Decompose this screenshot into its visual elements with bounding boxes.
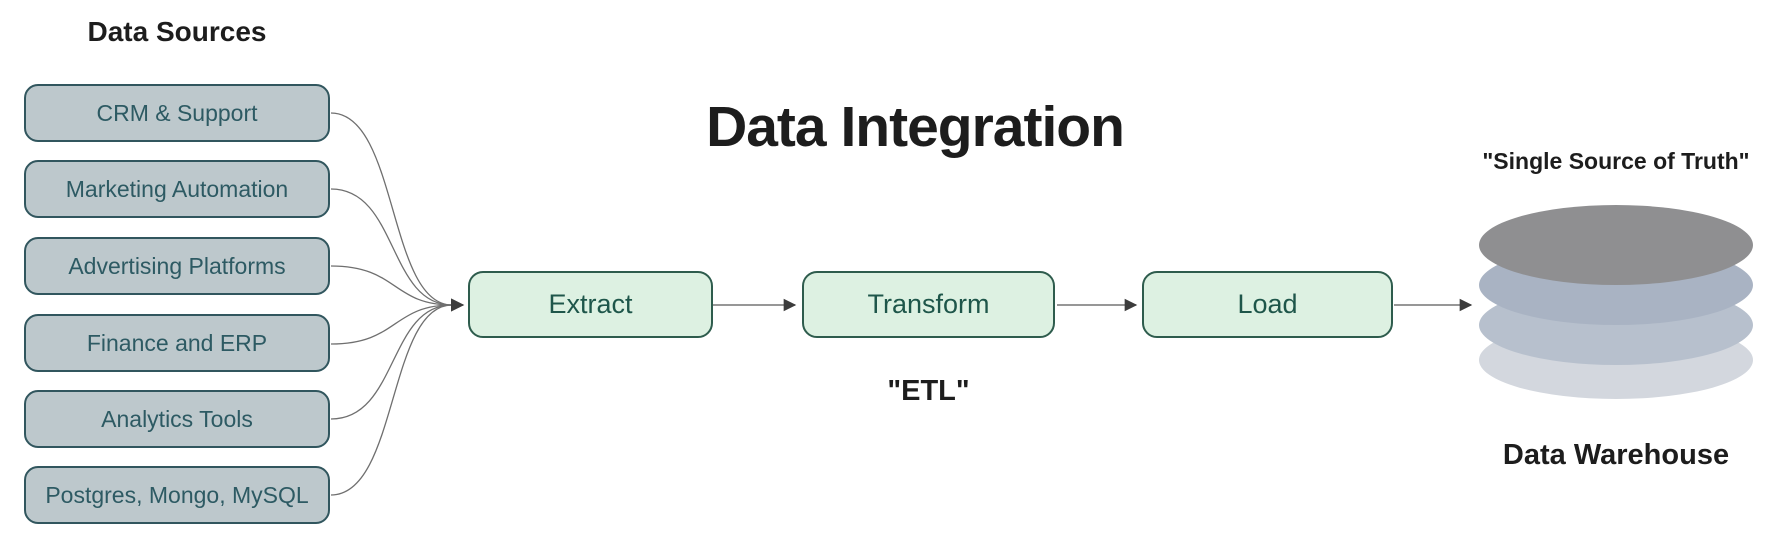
data-sources-heading: Data Sources xyxy=(87,16,267,47)
source-node-finance-erp[interactable]: Finance and ERP xyxy=(24,314,330,372)
database-stack-icon[interactable] xyxy=(1479,205,1753,399)
warehouse-disc-top xyxy=(1479,205,1753,285)
stage-node-label: Transform xyxy=(867,289,990,319)
connector-databases-extract xyxy=(330,304,453,496)
etl-caption: "ETL" xyxy=(887,375,970,407)
source-node-label: CRM & Support xyxy=(96,99,258,126)
source-node-crm-support[interactable]: CRM & Support xyxy=(24,84,330,142)
stage-node-load[interactable]: Load xyxy=(1142,271,1393,338)
connector-marketing-extract xyxy=(330,188,453,306)
source-node-analytics-tools[interactable]: Analytics Tools xyxy=(24,390,330,448)
source-node-label: Postgres, Mongo, MySQL xyxy=(45,481,309,508)
stage-node-extract[interactable]: Extract xyxy=(468,271,713,338)
source-node-databases[interactable]: Postgres, Mongo, MySQL xyxy=(24,466,330,524)
stage-node-label: Extract xyxy=(548,289,633,319)
source-node-label: Marketing Automation xyxy=(65,175,289,202)
stage-node-label: Load xyxy=(1237,289,1298,319)
connector-analytics-extract xyxy=(330,304,453,420)
connector-advertising-extract xyxy=(330,265,453,306)
source-node-label: Advertising Platforms xyxy=(68,252,286,279)
stage-node-transform[interactable]: Transform xyxy=(802,271,1055,338)
connector-finance-extract xyxy=(330,304,453,345)
data-warehouse-label: Data Warehouse xyxy=(1502,439,1730,471)
source-node-label: Analytics Tools xyxy=(101,405,253,432)
source-node-advertising-platforms[interactable]: Advertising Platforms xyxy=(24,237,330,295)
diagram-title: Data Integration xyxy=(706,95,1125,159)
single-source-of-truth-quote: "Single Source of Truth" xyxy=(1482,148,1750,174)
source-node-label: Finance and ERP xyxy=(86,329,268,356)
connector-crm-extract xyxy=(330,112,453,306)
source-node-marketing-automation[interactable]: Marketing Automation xyxy=(24,160,330,218)
